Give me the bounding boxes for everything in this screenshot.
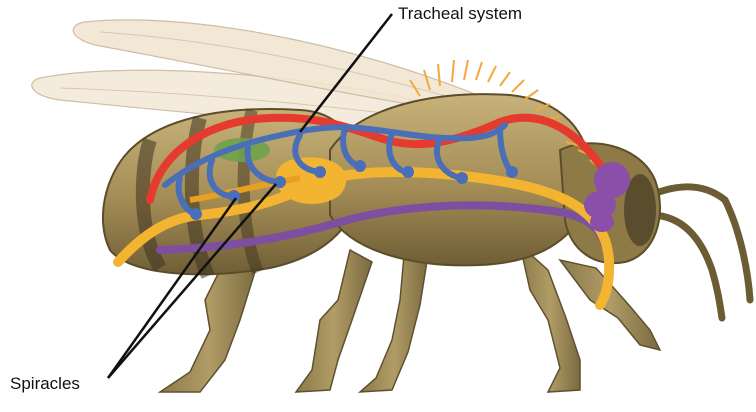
spiracles-label: Spiracles: [10, 374, 80, 394]
tracheal-system-label: Tracheal system: [398, 4, 522, 24]
mid-leg-back: [296, 250, 372, 392]
